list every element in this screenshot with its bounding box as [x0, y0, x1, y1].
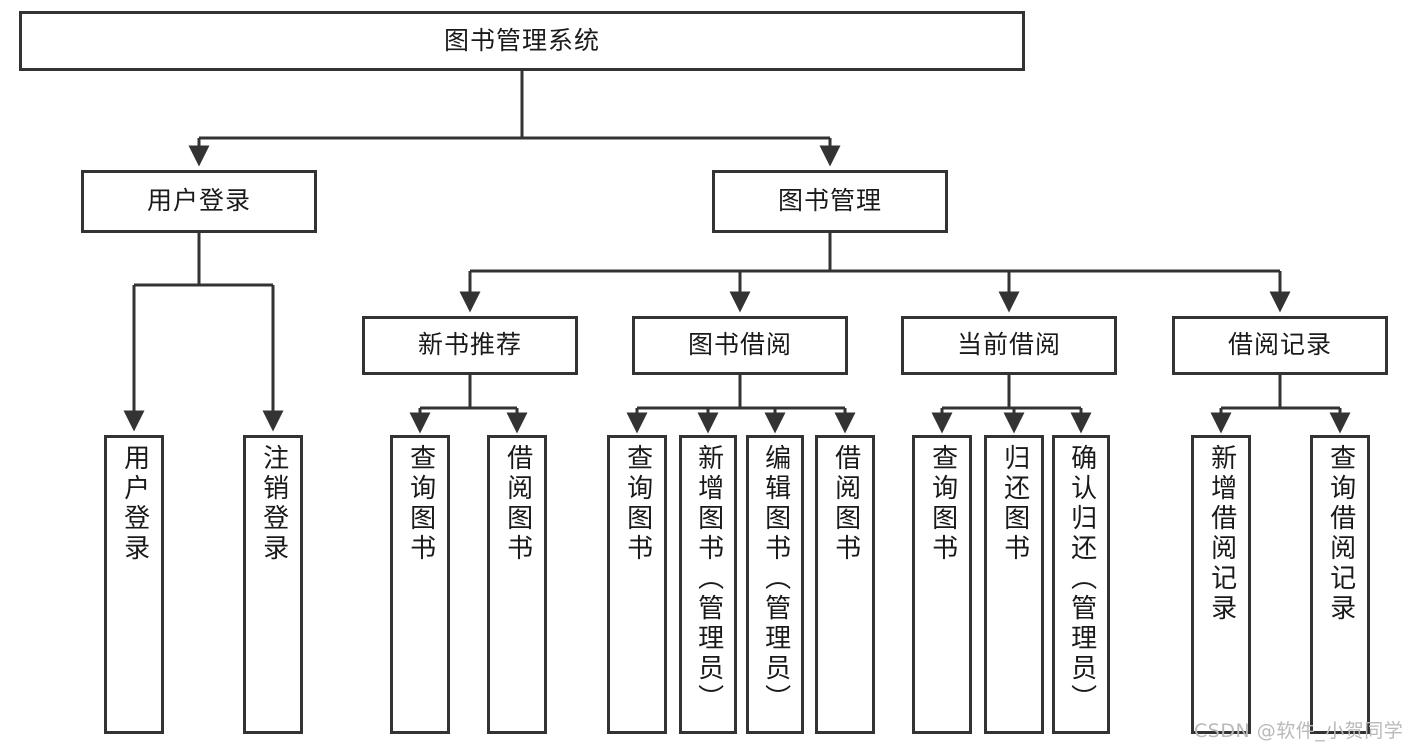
node-new-book-recommend[interactable]: 新书推荐 — [362, 316, 578, 375]
leaf-return-book[interactable]: 归还图书 — [984, 435, 1044, 734]
node-book-management-label: 图书管理 — [777, 186, 882, 216]
leaf-confirm-return-admin-label: 确认归还（管理员） — [1066, 444, 1097, 714]
leaf-borrow-book[interactable]: 借阅图书 — [815, 435, 875, 734]
node-new-book-recommend-label: 新书推荐 — [417, 330, 522, 360]
node-user-login[interactable]: 用户登录 — [81, 170, 317, 233]
node-root-label: 图书管理系统 — [443, 25, 600, 55]
leaf-edit-book-admin-label: 编辑图书（管理员） — [760, 444, 791, 714]
csdn-watermark: CSDN @软件_小贺同学 — [1194, 720, 1404, 742]
leaf-borrow-book-label: 借阅图书 — [830, 444, 861, 564]
leaf-query-borrow-record-label: 查询借阅记录 — [1325, 444, 1356, 624]
leaf-query-borrow-record[interactable]: 查询借阅记录 — [1310, 435, 1370, 734]
leaf-confirm-return-admin[interactable]: 确认归还（管理员） — [1052, 435, 1110, 734]
leaf-add-book-admin-label: 新增图书（管理员） — [693, 444, 724, 714]
node-current-borrow[interactable]: 当前借阅 — [901, 316, 1117, 375]
node-current-borrow-label: 当前借阅 — [956, 330, 1061, 360]
leaf-query-book-current[interactable]: 查询图书 — [912, 435, 972, 734]
leaf-borrow-book-recommend-label: 借阅图书 — [502, 444, 533, 564]
node-book-management[interactable]: 图书管理 — [712, 170, 948, 233]
node-root[interactable]: 图书管理系统 — [19, 11, 1025, 71]
leaf-edit-book-admin[interactable]: 编辑图书（管理员） — [746, 435, 804, 734]
node-book-borrow[interactable]: 图书借阅 — [632, 316, 848, 375]
leaf-query-book-borrow[interactable]: 查询图书 — [607, 435, 667, 734]
leaf-add-borrow-record[interactable]: 新增借阅记录 — [1191, 435, 1251, 734]
leaf-query-book-current-label: 查询图书 — [927, 444, 958, 564]
leaf-borrow-book-recommend[interactable]: 借阅图书 — [487, 435, 547, 734]
node-borrow-records[interactable]: 借阅记录 — [1172, 316, 1388, 375]
leaf-query-book-borrow-label: 查询图书 — [622, 444, 653, 564]
leaf-logout-login-label: 注销登录 — [258, 444, 289, 564]
leaf-add-book-admin[interactable]: 新增图书（管理员） — [679, 435, 737, 734]
leaf-logout-login[interactable]: 注销登录 — [243, 435, 303, 734]
leaf-user-login[interactable]: 用户登录 — [104, 435, 164, 734]
node-book-borrow-label: 图书借阅 — [687, 330, 792, 360]
leaf-query-book-recommend-label: 查询图书 — [405, 444, 436, 564]
node-borrow-records-label: 借阅记录 — [1227, 330, 1332, 360]
leaf-return-book-label: 归还图书 — [999, 444, 1030, 564]
leaf-query-book-recommend[interactable]: 查询图书 — [390, 435, 450, 734]
leaf-user-login-label: 用户登录 — [119, 444, 150, 564]
leaf-add-borrow-record-label: 新增借阅记录 — [1206, 444, 1237, 624]
node-user-login-label: 用户登录 — [146, 186, 251, 216]
